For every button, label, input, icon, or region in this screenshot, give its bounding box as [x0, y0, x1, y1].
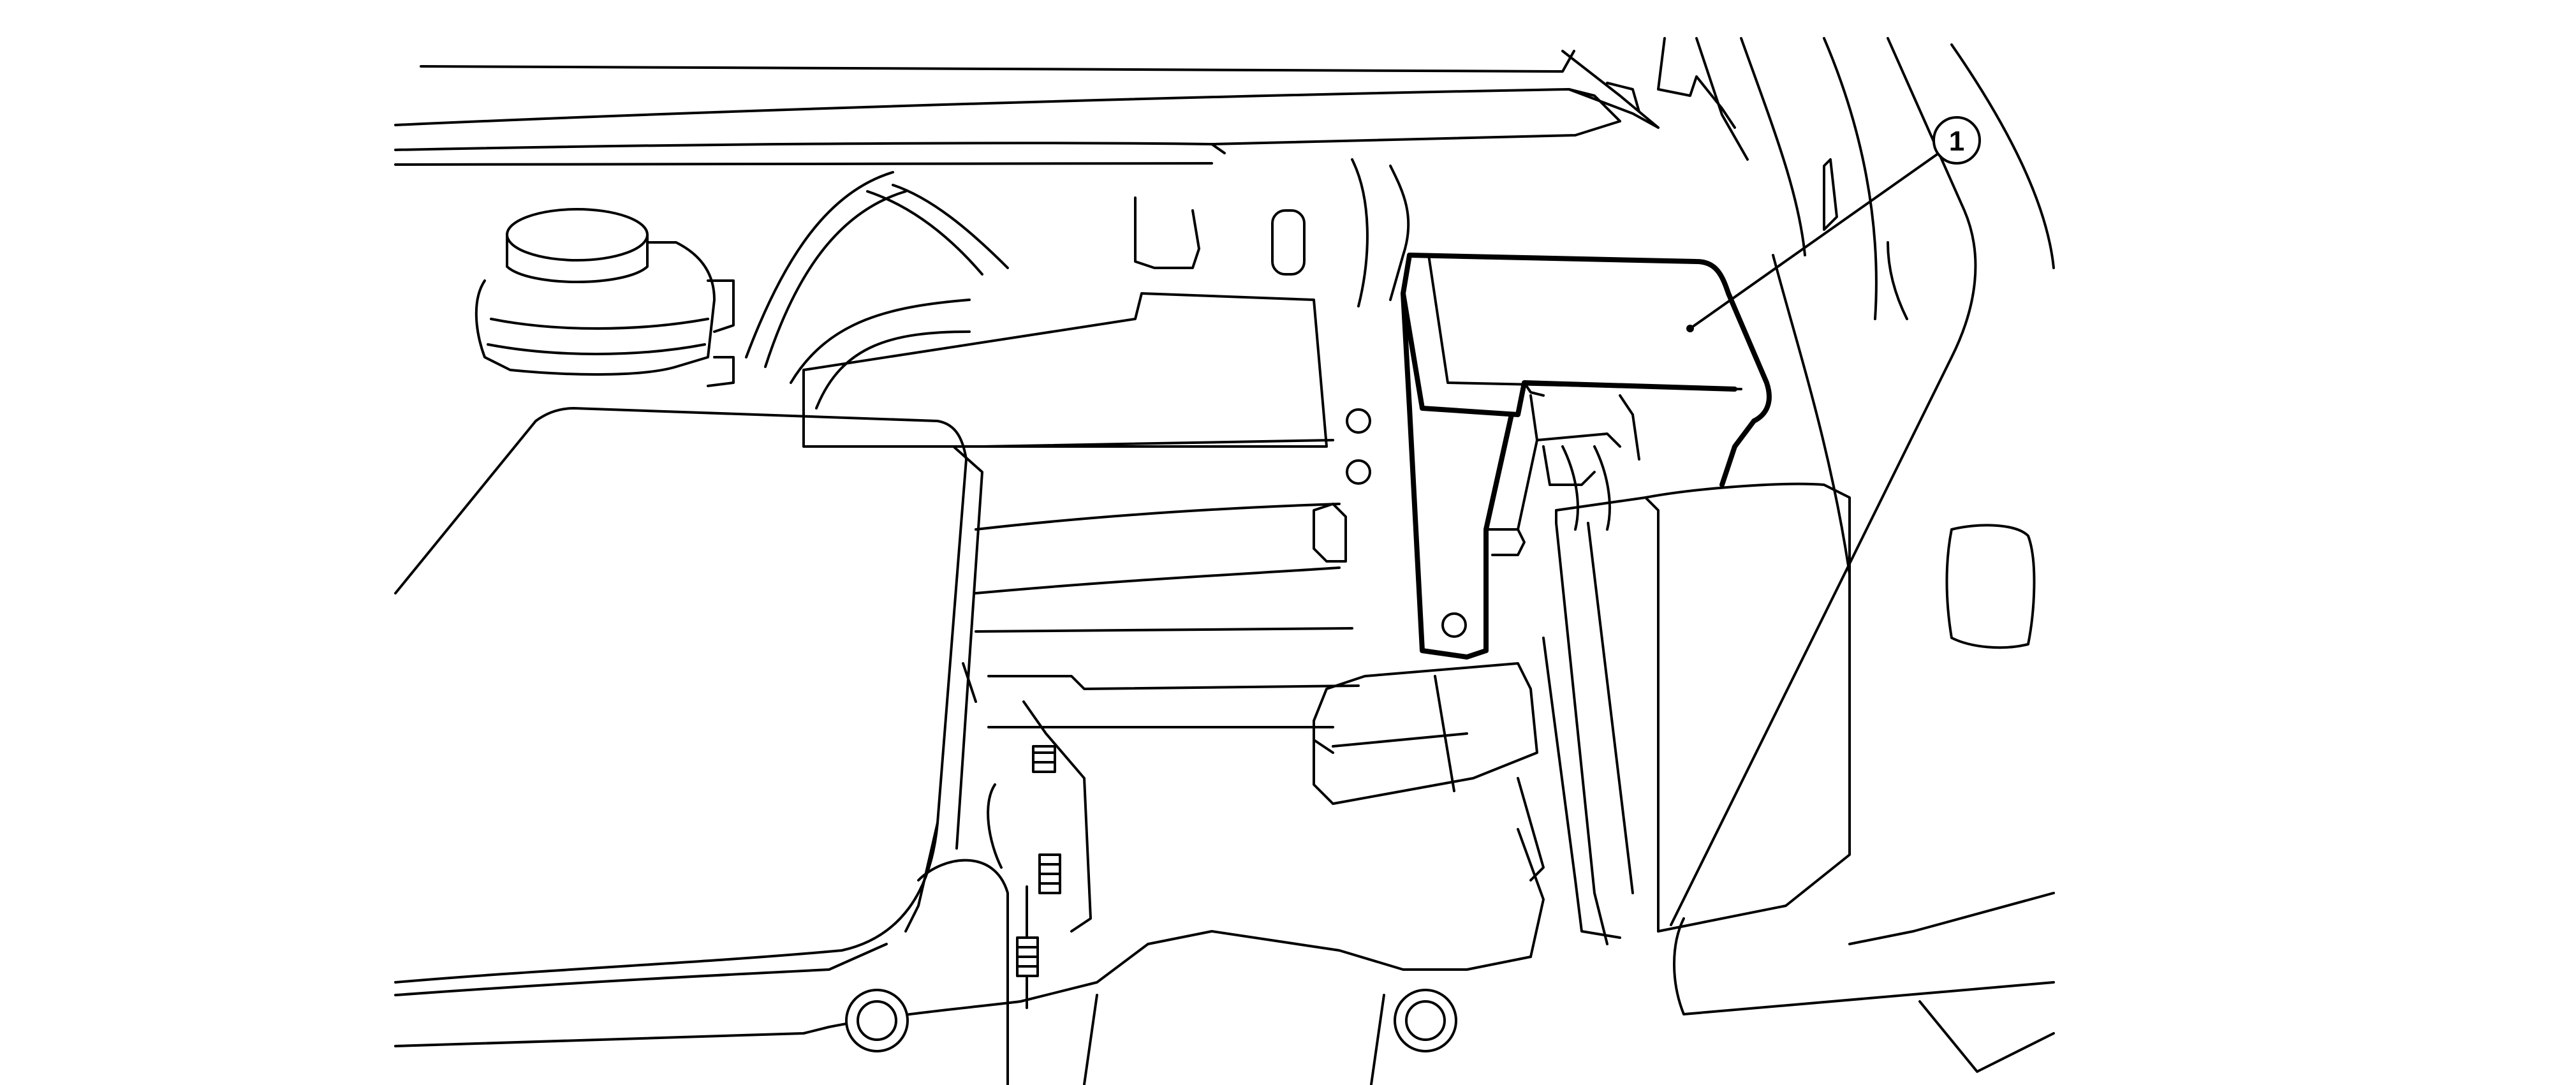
- side-bracket: [1313, 503, 1347, 563]
- bolt-3: [1016, 936, 1039, 977]
- engine-cover-upper: [802, 196, 1360, 728]
- bolt-4: [1346, 408, 1371, 485]
- callout-1-anchor-dot: [1686, 325, 1694, 332]
- air-cleaner-box: [394, 407, 983, 996]
- callout-1-circle: [1932, 116, 1981, 165]
- fender-panel: [1670, 37, 2055, 1073]
- grommet-right: [1394, 989, 1457, 1052]
- grommet-left: [845, 989, 909, 1052]
- access-port: [1945, 524, 2036, 649]
- callout-1: 1: [1686, 116, 1981, 332]
- relay-box-highlighted: [1401, 253, 1772, 660]
- hood-edge: [394, 50, 1660, 166]
- cable-connector: [1313, 662, 1538, 805]
- hoses: [745, 171, 1009, 410]
- lower-frame: [394, 828, 1545, 1085]
- callout-1-label: 1: [1949, 126, 1964, 157]
- battery: [1517, 482, 1851, 945]
- lower-bracket: [987, 700, 1092, 933]
- bolt-1: [1032, 745, 1056, 773]
- brake-fluid-reservoir: [475, 208, 735, 387]
- bolt-2: [1038, 853, 1061, 894]
- strut-tower: [1351, 37, 1736, 307]
